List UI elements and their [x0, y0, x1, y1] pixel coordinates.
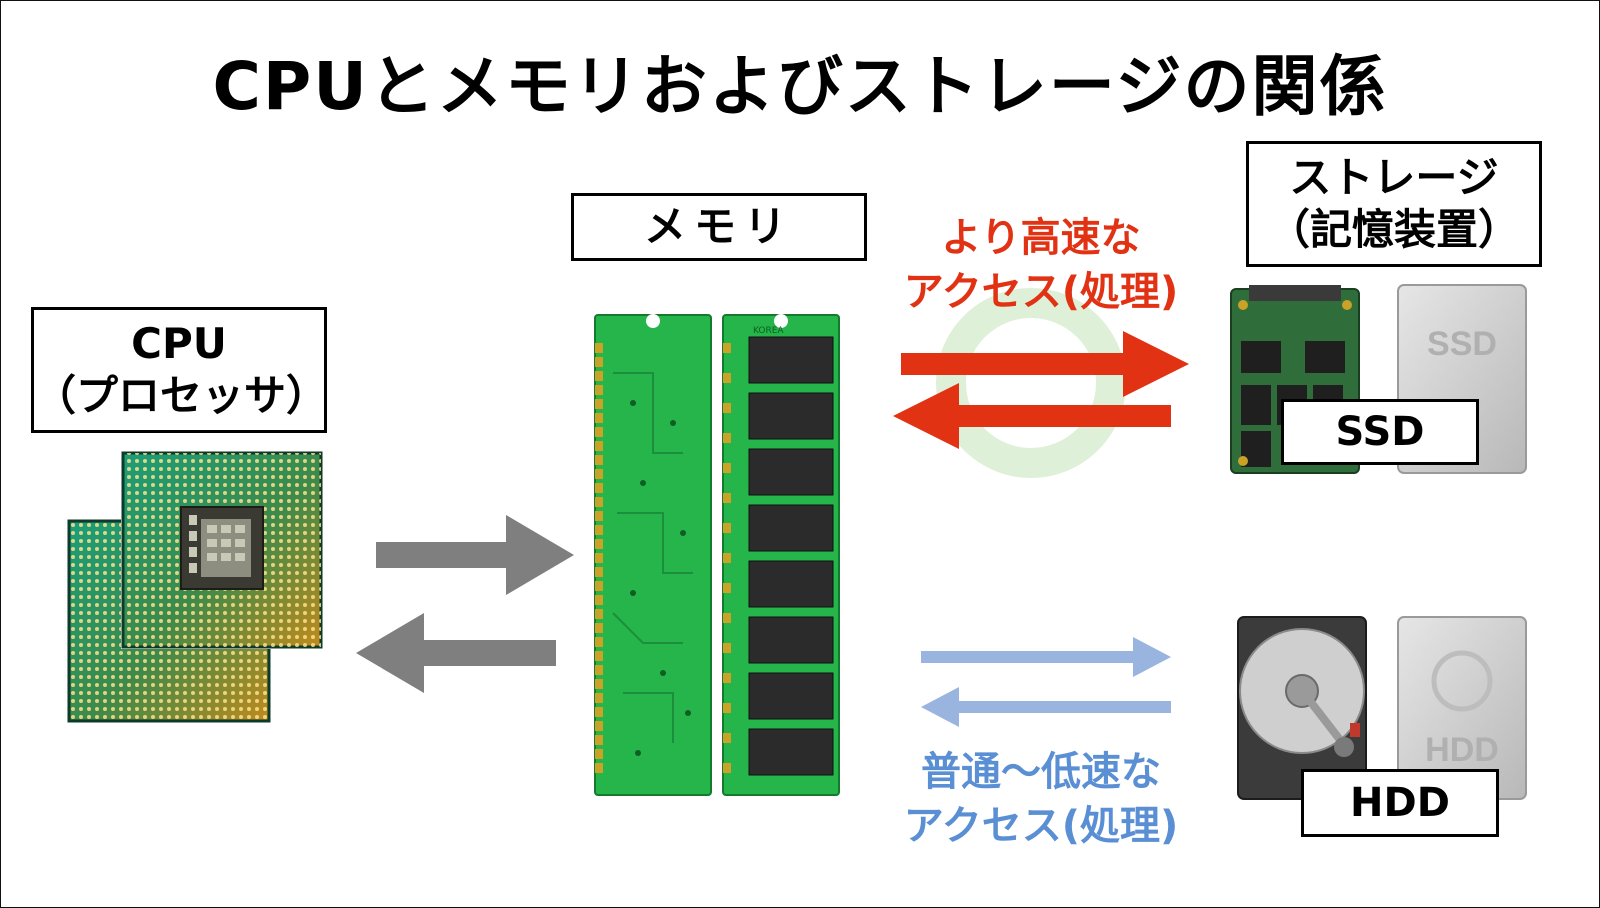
memory-module-marking: KOREA — [753, 326, 784, 336]
ssd-badge-text: SSD — [1335, 409, 1425, 455]
storage-label-line2: （記憶装置） — [1267, 205, 1520, 254]
storage-label-line1: ストレージ — [1289, 152, 1499, 202]
hdd-drive-illustration — [1237, 616, 1367, 800]
cpu-chip-illustration — [67, 451, 323, 723]
hdd-case-illustration: HDD — [1397, 616, 1527, 800]
memory-module-front: KOREA — [722, 314, 840, 796]
memory-label: メモリ — [571, 193, 867, 261]
fast-access-label: より高速な アクセス(処理) — [881, 211, 1201, 319]
memory-to-cpu-arrow — [356, 613, 556, 693]
ssd-badge: SSD — [1281, 399, 1479, 465]
hdd-badge: HDD — [1301, 769, 1499, 837]
memory-module-back — [594, 314, 712, 796]
fast-arrow-to-storage — [901, 331, 1189, 397]
storage-label: ストレージ （記憶装置） — [1246, 141, 1542, 267]
slow-access-line2: アクセス(処理) — [903, 803, 1179, 849]
slow-access-line1: 普通〜低速な — [921, 749, 1161, 795]
hdd-case-text: HDD — [1425, 731, 1499, 769]
diagram-title: CPUとメモリおよびストレージの関係 — [212, 48, 1388, 125]
fast-access-line2: アクセス(処理) — [903, 269, 1179, 315]
slow-arrow-to-storage — [921, 637, 1171, 677]
fast-access-line1: より高速な — [941, 215, 1141, 261]
cpu-label-line1: CPU — [131, 318, 227, 368]
hdd-badge-text: HDD — [1350, 780, 1450, 826]
memory-label-text: メモリ — [643, 201, 794, 251]
cpu-label-line2: （プロセッサ） — [34, 371, 329, 420]
cpu-label: CPU （プロセッサ） — [31, 307, 329, 433]
cpu-to-memory-arrow — [376, 515, 574, 595]
fast-access-glow — [936, 288, 1126, 478]
slow-arrow-to-memory — [921, 687, 1171, 727]
ssd-case-text: SSD — [1427, 325, 1497, 363]
cpu-chip-front — [121, 451, 323, 649]
slow-access-label: 普通〜低速な アクセス(処理) — [881, 745, 1201, 853]
fast-arrow-to-memory — [893, 383, 1171, 449]
